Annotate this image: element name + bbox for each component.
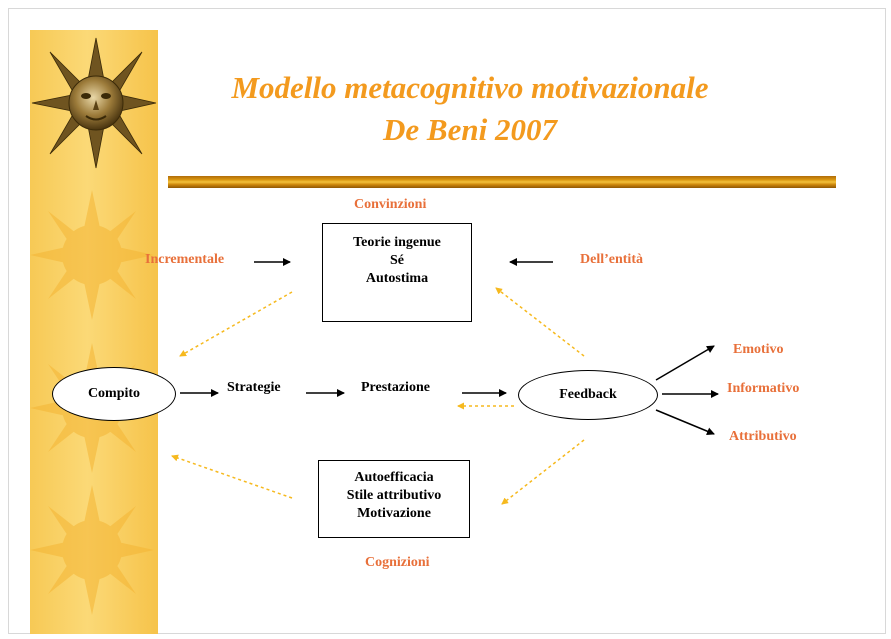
box-line: Motivazione xyxy=(357,506,431,521)
label-informativo: Informativo xyxy=(727,381,800,396)
box-line: Sé xyxy=(390,253,404,268)
label-strategie: Strategie xyxy=(227,380,281,395)
label-cognizioni: Cognizioni xyxy=(365,555,430,570)
box-cognizioni: Autoefficacia Stile attributivo Motivazi… xyxy=(318,460,470,538)
dashed-arrow-bottom-right xyxy=(501,439,585,505)
arrow-emotivo xyxy=(655,345,715,381)
title-line-2: De Beni 2007 xyxy=(383,112,557,147)
box-line: Teorie ingenue xyxy=(353,235,441,250)
node-compito-label: Compito xyxy=(87,386,141,401)
node-compito: Compito xyxy=(52,367,176,421)
title-divider xyxy=(168,176,836,188)
box-line: Stile attributivo xyxy=(346,488,442,503)
dashed-arrow-bottom-left xyxy=(171,454,293,499)
box-line: Autoefficacia xyxy=(354,470,434,485)
label-prestazione: Prestazione xyxy=(361,380,430,395)
title-line-1: Modello metacognitivo motivazionale xyxy=(231,70,709,105)
label-emotivo: Emotivo xyxy=(733,342,784,357)
dashed-arrow-top-left xyxy=(179,291,293,357)
box-line: Autostima xyxy=(365,271,429,286)
label-entita: Dell’entità xyxy=(580,252,643,267)
node-feedback-label: Feedback xyxy=(559,387,617,402)
label-incrementale: Incrementale xyxy=(145,252,225,267)
label-convinzioni: Convinzioni xyxy=(354,197,427,212)
sun-icon xyxy=(30,485,154,615)
sun-icon xyxy=(30,190,154,320)
arrow-attributivo xyxy=(655,409,715,436)
node-feedback: Feedback xyxy=(518,370,658,420)
sun-medallion-icon xyxy=(31,37,157,169)
dashed-arrow-top-right xyxy=(495,287,585,357)
box-convinzioni: Teorie ingenue Sé Autostima xyxy=(322,223,472,322)
label-attributivo: Attributivo xyxy=(729,429,797,444)
